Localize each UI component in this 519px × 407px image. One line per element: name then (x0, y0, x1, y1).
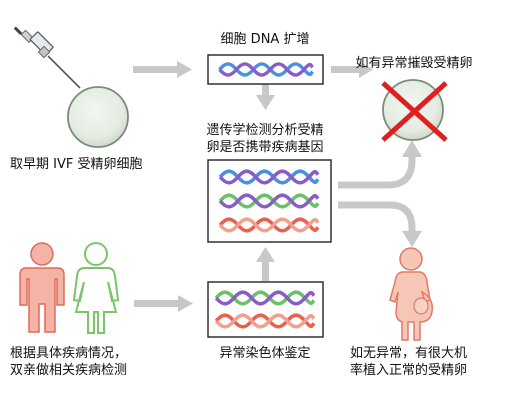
abnormal-chromosome-label: 异常染色体鉴定 (219, 346, 311, 361)
arrow-amplify-to-test (262, 84, 269, 96)
arrow-egg-to-amplify (133, 66, 177, 73)
egg-cell-icon (67, 86, 129, 148)
take-egg-label: 取早期 IVF 受精卵细胞 (10, 157, 143, 172)
curved-arrow-to-normal (338, 201, 422, 247)
genetic-test-label-line2: 卵是否携带疾病基因 (206, 140, 324, 155)
syringe-icon (13, 26, 81, 89)
male-parent-icon (19, 242, 65, 333)
arrow-chrom-to-test (262, 262, 269, 281)
normal-implant-label-line2: 率植入正常的受精卵 (350, 363, 468, 378)
parents-test-label-line1: 根据具体疾病情况， (10, 346, 128, 361)
abnormal-chromosome-box (207, 281, 324, 338)
parents-test-label-line2: 双亲做相关疾病检测 (10, 363, 128, 378)
female-parent-icon (72, 242, 120, 334)
arrow-parents-to-chrom (134, 300, 178, 307)
destroyed-egg-icon (381, 79, 448, 142)
pregnant-woman-icon (389, 247, 434, 341)
dna-amplify-label: 细胞 DNA 扩增 (220, 32, 310, 47)
destroy-if-abnormal-label: 如有异常摧毁受精卵 (355, 56, 473, 71)
flow-arrows (133, 61, 373, 312)
curved-arrow-to-destroy (338, 140, 422, 189)
normal-implant-label-line1: 如无异常，有很大机 (350, 346, 468, 361)
arrow-amplify-to-destroy (331, 66, 359, 73)
genetic-test-box (207, 159, 332, 243)
genetic-test-label-line1: 遗传学检测分析受精 (206, 123, 324, 138)
dna-amplify-box (207, 54, 324, 85)
